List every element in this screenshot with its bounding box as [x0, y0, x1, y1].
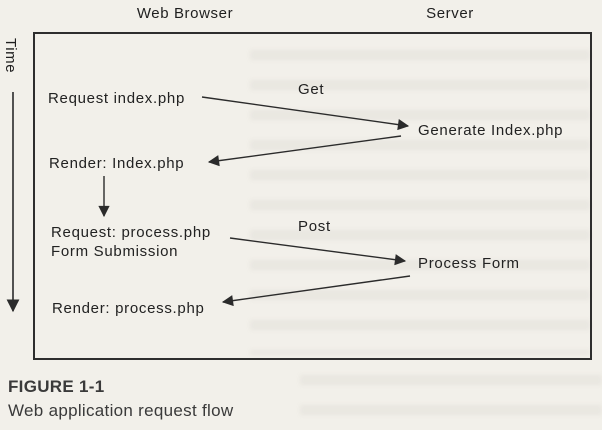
figure-number: FIGURE 1-1 — [8, 377, 105, 396]
flow-diagram-border — [33, 32, 592, 360]
node-request-process-line2: Form Submission — [51, 243, 179, 260]
node-request-process-line1: Request: process.php — [51, 224, 211, 241]
figure-title: Web application request flow — [8, 401, 234, 420]
time-axis-label: Time — [2, 38, 19, 74]
page-bleedthrough-texture — [300, 365, 602, 430]
node-request-index: Request index.php — [48, 90, 185, 107]
column-label-server: Server — [426, 5, 474, 22]
node-generate-index: Generate Index.php — [418, 122, 564, 139]
node-render-index: Render: Index.php — [49, 155, 185, 172]
node-process-form: Process Form — [418, 255, 520, 272]
column-label-web-browser: Web Browser — [136, 5, 234, 22]
node-render-process: Render: process.php — [52, 300, 205, 317]
node-request-process: Request: process.php Form Submission — [51, 223, 211, 261]
edge-label-post: Post — [298, 218, 331, 235]
edge-label-get: Get — [298, 81, 325, 98]
